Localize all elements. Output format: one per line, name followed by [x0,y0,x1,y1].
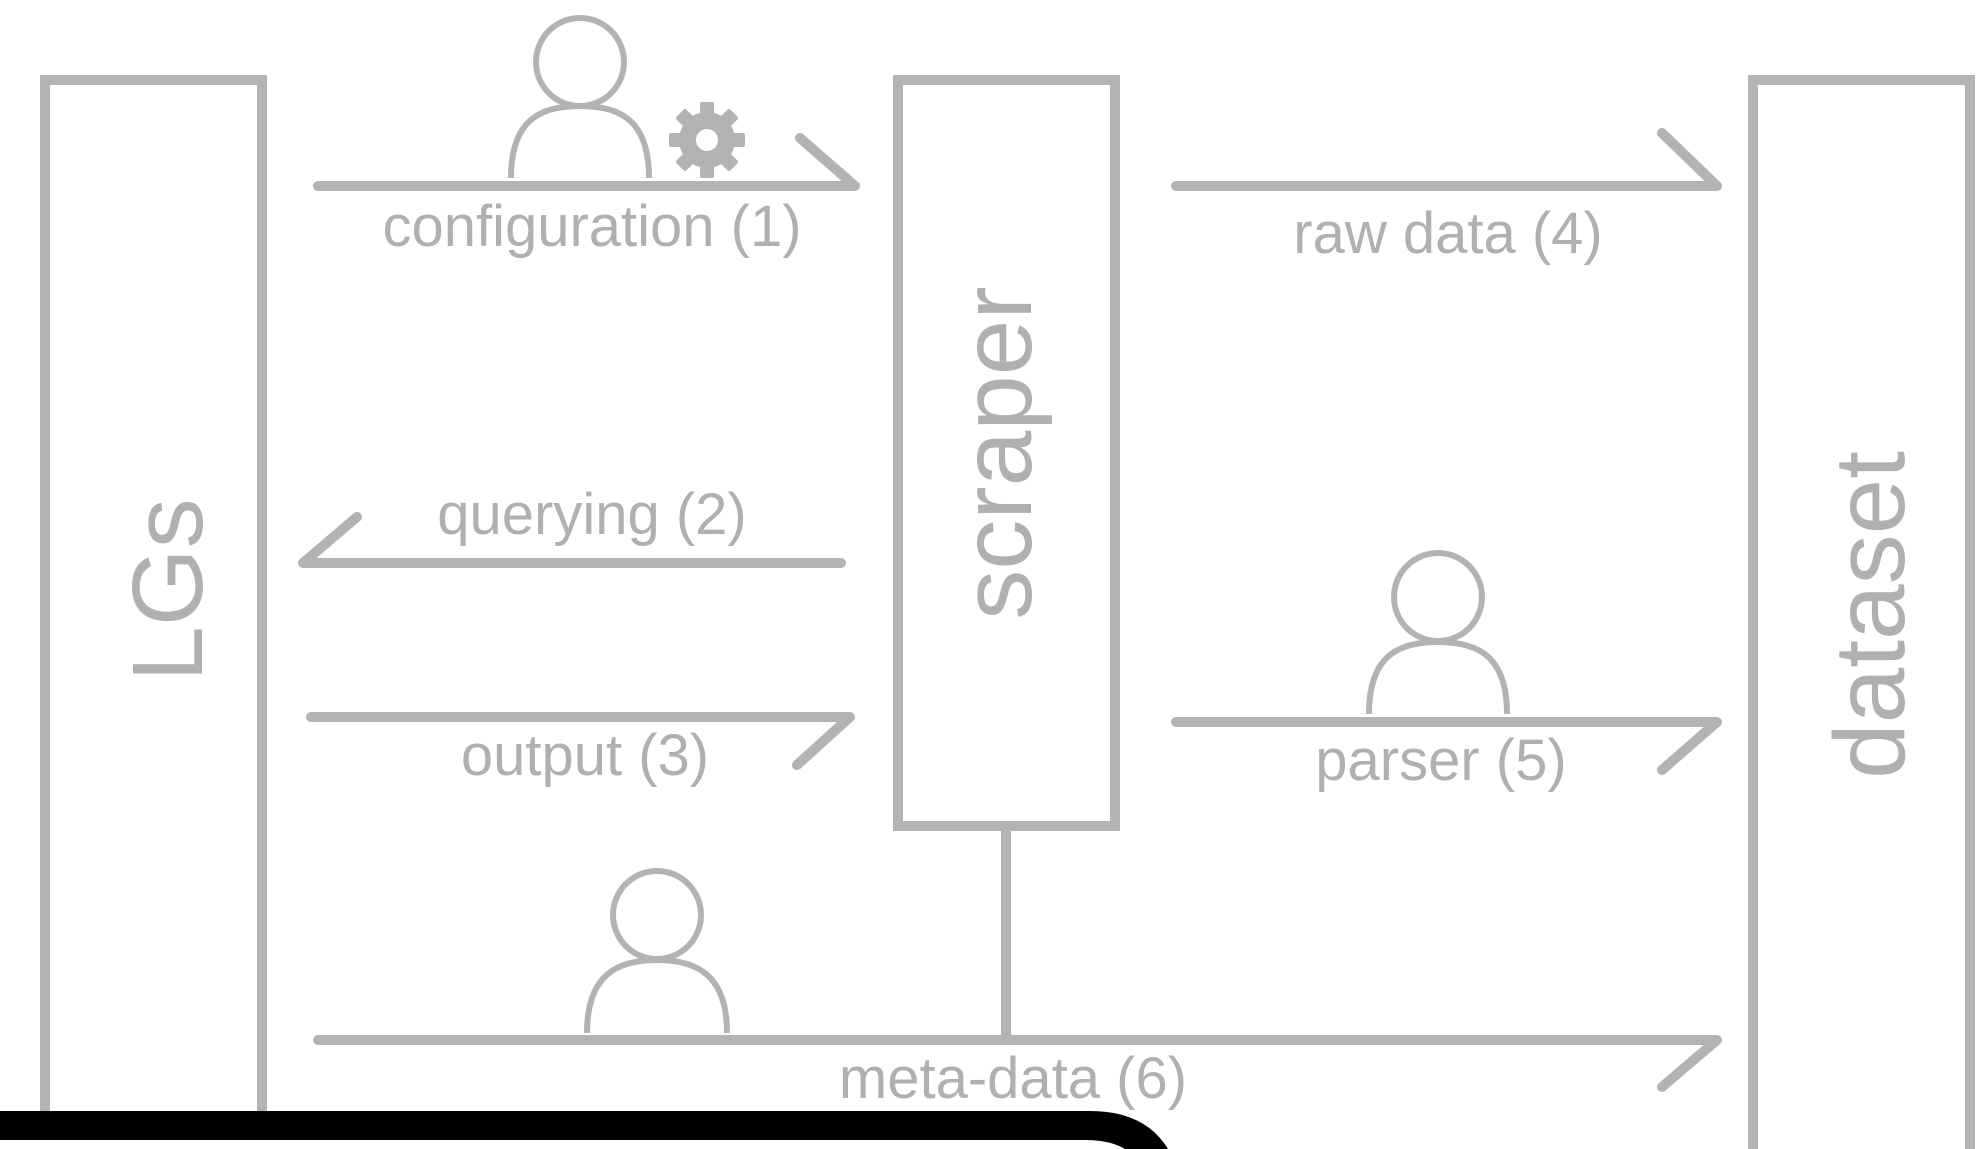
edge-raw-data: raw data (4) [1171,128,1722,266]
output-label: output (3) [461,723,709,788]
edge-querying: querying (2) [298,482,846,568]
overlay-bar [0,1111,1168,1149]
parser-arrow [1171,717,1722,775]
edge-meta-data: meta-data (6) [313,821,1722,1111]
scraper-label: scraper [941,286,1053,619]
raw-data-label: raw data (4) [1293,201,1602,266]
lgs-node: LGs [40,75,267,1149]
lgs-box [40,75,267,1149]
person-icon [508,15,652,179]
querying-arrow [298,512,846,568]
configuration-label: configuration (1) [382,194,801,259]
lgs-label: LGs [112,498,224,681]
gear-icon [669,102,745,178]
dataset-node: dataset [1748,75,1975,1149]
edge-configuration: configuration (1) [313,15,860,259]
raw-data-arrow [1171,128,1722,191]
dataset-box [1748,75,1975,1149]
edge-parser: parser (5) [1171,550,1722,793]
person-icon [1366,550,1510,715]
querying-label: querying (2) [437,482,746,547]
parser-label: parser (5) [1315,728,1566,793]
edge-output: output (3) [306,712,855,788]
person-icon [584,868,730,1034]
scraper-node: scraper [893,75,1120,831]
meta-data-label: meta-data (6) [839,1046,1187,1111]
output-arrow [306,712,855,770]
dataset-label: dataset [1814,451,1926,779]
configuration-arrow [313,133,860,191]
meta-data-arrow [313,1035,1722,1092]
